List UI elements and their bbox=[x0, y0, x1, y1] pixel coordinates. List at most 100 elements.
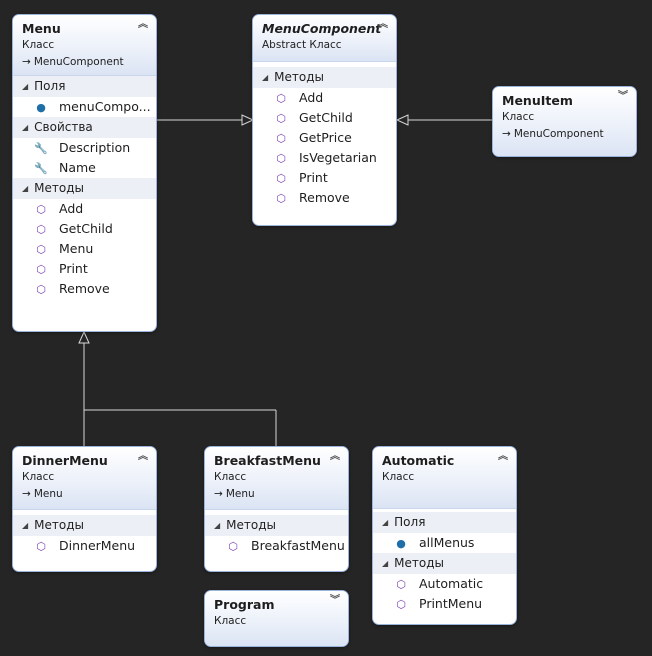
property-wrench-icon: 🔧 bbox=[34, 162, 48, 175]
method-cube-icon: ⬡ bbox=[36, 283, 46, 296]
triangle-down-icon: ◢ bbox=[22, 184, 29, 193]
method-row[interactable]: ⬡Menu bbox=[13, 239, 156, 259]
class-automatic[interactable]: Automatic Класс ︽ ◢Поля ●allMenus ◢Метод… bbox=[372, 446, 517, 625]
class-stereotype: Класс bbox=[22, 39, 55, 51]
class-parent: →MenuComponent bbox=[502, 126, 616, 143]
class-dinnermenu[interactable]: DinnerMenu Класс →Menu ︽ ◢Методы ⬡Dinner… bbox=[12, 446, 157, 572]
member-name: GetChild bbox=[59, 221, 113, 236]
section-label: Методы bbox=[274, 70, 324, 84]
class-menu[interactable]: Menu Класс →MenuComponent ︽ ◢Поля ●menuC… bbox=[12, 14, 157, 332]
section-label: Свойства bbox=[34, 120, 93, 134]
class-name: Program bbox=[214, 597, 275, 612]
class-header: MenuComponent Abstract Класс ︽ bbox=[253, 15, 396, 62]
connector-inheritance-arrowhead bbox=[78, 330, 90, 344]
double-chevron-up-icon[interactable]: ︽ bbox=[378, 19, 388, 30]
section-fields[interactable]: ◢Поля bbox=[13, 76, 156, 97]
class-stereotype: Класс bbox=[502, 111, 535, 123]
section-methods[interactable]: ◢ Методы bbox=[253, 67, 396, 88]
class-name: MenuComponent bbox=[262, 21, 382, 36]
class-header: DinnerMenu Класс →Menu ︽ bbox=[13, 447, 156, 510]
class-parent: →Menu bbox=[214, 486, 328, 503]
class-parent-name: Menu bbox=[33, 488, 63, 500]
method-row[interactable]: ⬡PrintMenu bbox=[373, 594, 516, 614]
class-parent-name: Menu bbox=[225, 488, 255, 500]
field-row[interactable]: ●allMenus bbox=[373, 533, 516, 553]
member-name: Print bbox=[59, 261, 88, 276]
method-row[interactable]: ⬡ Print bbox=[13, 259, 156, 279]
section-methods[interactable]: ◢ Методы bbox=[13, 515, 156, 536]
class-stereotype: Класс bbox=[214, 615, 247, 627]
member-name: BreakfastMenu bbox=[251, 538, 345, 553]
member-name: IsVegetarian bbox=[299, 150, 377, 165]
class-stereotype: Abstract Класс bbox=[262, 39, 342, 51]
inherit-arrow-icon: → bbox=[22, 488, 31, 500]
method-row[interactable]: ⬡ Print bbox=[253, 168, 396, 188]
method-cube-icon: ⬡ bbox=[276, 172, 286, 185]
double-chevron-up-icon[interactable]: ︽ bbox=[138, 19, 148, 30]
property-row[interactable]: 🔧 Description bbox=[13, 138, 156, 158]
method-row[interactable]: ⬡Add bbox=[13, 199, 156, 219]
field-row[interactable]: ●menuCompo... bbox=[13, 97, 156, 117]
member-name: Description bbox=[59, 140, 131, 155]
class-header: BreakfastMenu Класс →Menu ︽ bbox=[205, 447, 348, 510]
class-name: Menu bbox=[22, 21, 61, 36]
section-label: Методы bbox=[34, 518, 84, 532]
class-header: Menu Класс →MenuComponent ︽ bbox=[13, 15, 156, 76]
member-name: Name bbox=[59, 160, 96, 175]
class-stereotype: Класс bbox=[214, 471, 247, 483]
double-chevron-up-icon[interactable]: ︽ bbox=[498, 451, 508, 462]
method-row[interactable]: ⬡GetChild bbox=[13, 219, 156, 239]
class-header: Automatic Класс ︽ bbox=[373, 447, 516, 509]
class-breakfastmenu[interactable]: BreakfastMenu Класс →Menu ︽ ◢ Методы ⬡ Bre… bbox=[204, 446, 349, 572]
class-parent-name: MenuComponent bbox=[513, 128, 604, 140]
class-stereotype: Класс bbox=[382, 471, 415, 483]
member-name: Add bbox=[299, 90, 324, 105]
property-wrench-icon: 🔧 bbox=[34, 142, 48, 155]
class-program[interactable]: Program Класс ︾ bbox=[204, 590, 349, 647]
class-parent-name: MenuComponent bbox=[33, 56, 124, 68]
section-label: Методы bbox=[226, 518, 276, 532]
double-chevron-down-icon[interactable]: ︾ bbox=[618, 91, 628, 102]
method-cube-icon: ⬡ bbox=[36, 243, 46, 256]
method-row[interactable]: ⬡Automatic bbox=[373, 574, 516, 594]
class-name: DinnerMenu bbox=[22, 453, 108, 468]
double-chevron-up-icon[interactable]: ︽ bbox=[330, 451, 340, 462]
double-chevron-down-icon[interactable]: ︾ bbox=[330, 595, 340, 606]
class-stereotype: Класс bbox=[22, 471, 55, 483]
method-row[interactable]: ⬡Add bbox=[253, 88, 396, 108]
section-fields[interactable]: ◢Поля bbox=[373, 512, 516, 533]
method-row[interactable]: ⬡ Remove bbox=[253, 188, 396, 208]
member-name: Remove bbox=[299, 190, 350, 205]
section-methods[interactable]: ◢ Методы bbox=[205, 515, 348, 536]
method-row[interactable]: ⬡GetPrice bbox=[253, 128, 396, 148]
field-lock-icon: ● bbox=[36, 101, 46, 114]
property-row[interactable]: 🔧 Name bbox=[13, 158, 156, 178]
method-cube-icon: ⬡ bbox=[36, 263, 46, 276]
triangle-down-icon: ◢ bbox=[22, 82, 29, 91]
member-name: GetChild bbox=[299, 110, 353, 125]
class-header: Program Класс ︾ bbox=[205, 591, 348, 646]
inherit-arrow-icon: → bbox=[502, 128, 511, 140]
section-methods[interactable]: ◢Методы bbox=[13, 178, 156, 199]
section-methods[interactable]: ◢Методы bbox=[373, 553, 516, 574]
triangle-down-icon: ◢ bbox=[262, 73, 269, 82]
method-cube-icon: ⬡ bbox=[36, 540, 46, 553]
double-chevron-up-icon[interactable]: ︽ bbox=[138, 451, 148, 462]
class-menucomponent[interactable]: MenuComponent Abstract Класс ︽ ◢ Методы ⬡… bbox=[252, 14, 397, 226]
triangle-down-icon: ◢ bbox=[214, 521, 221, 530]
section-properties[interactable]: ◢Свойства bbox=[13, 117, 156, 138]
method-cube-icon: ⬡ bbox=[396, 598, 406, 611]
method-row[interactable]: ⬡IsVegetarian bbox=[253, 148, 396, 168]
method-cube-icon: ⬡ bbox=[276, 192, 286, 205]
triangle-down-icon: ◢ bbox=[22, 521, 29, 530]
method-cube-icon: ⬡ bbox=[228, 540, 238, 553]
method-row[interactable]: ⬡ BreakfastMenu bbox=[205, 536, 348, 556]
member-name: Print bbox=[299, 170, 328, 185]
method-row[interactable]: ⬡Remove bbox=[13, 279, 156, 299]
method-cube-icon: ⬡ bbox=[276, 132, 286, 145]
class-name: BreakfastMenu bbox=[214, 453, 321, 468]
method-row[interactable]: ⬡ GetChild bbox=[253, 108, 396, 128]
method-row[interactable]: ⬡DinnerMenu bbox=[13, 536, 156, 556]
method-cube-icon: ⬡ bbox=[276, 112, 286, 125]
class-menuitem[interactable]: MenuItem Класс →MenuComponent ︾ bbox=[492, 86, 637, 157]
